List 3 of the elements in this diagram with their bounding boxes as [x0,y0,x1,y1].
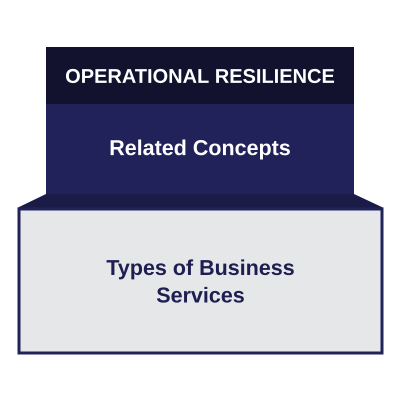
service-box: Types of Business Services [17,194,384,354]
title-band: OPERATIONAL RESILIENCE [46,47,354,105]
concept-band: Related Concepts [46,104,354,195]
